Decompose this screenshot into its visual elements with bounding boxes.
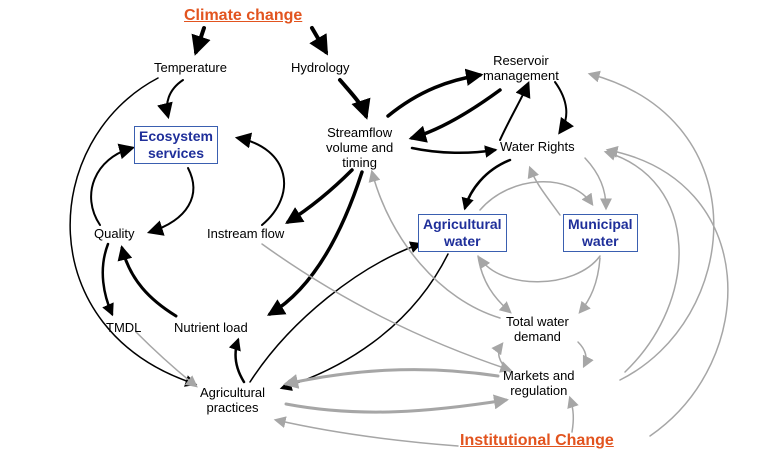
edge-streamflow-waterrights xyxy=(410,145,498,158)
instream-flow-label: Instream flow xyxy=(207,226,285,241)
node-instream-flow: Instream flow xyxy=(207,226,284,241)
edge-institutional-agpractices xyxy=(273,416,459,447)
edge-quality-tmdl xyxy=(101,242,114,317)
reservoir-label-line1: Reservoir xyxy=(493,53,549,68)
edge-tmdl-agpractices xyxy=(135,331,198,388)
node-markets-regulation: Markets and regulation xyxy=(503,368,575,398)
edge-temperature-agpractices xyxy=(69,77,198,387)
edge-agpractices-nutrient xyxy=(228,337,246,384)
node-municipal-water: Municipal water xyxy=(563,214,638,252)
node-water-rights: Water Rights xyxy=(500,139,575,154)
node-temperature: Temperature xyxy=(154,60,227,75)
ag-water-label-line2: water xyxy=(444,233,481,249)
node-reservoir-management: Reservoir management xyxy=(483,53,559,83)
ag-practices-label-line1: Agricultural xyxy=(200,385,266,400)
total-demand-label-line1: Total water xyxy=(506,314,569,329)
edge-hydrology-streamflow xyxy=(338,78,371,120)
edge-reservoir-streamflow xyxy=(408,88,502,143)
edge-instream-ecosystem xyxy=(234,132,286,226)
node-ecosystem-services: Ecosystem services xyxy=(134,126,218,164)
edge-agwater-totaldemand xyxy=(477,255,512,314)
node-streamflow: Streamflow volume and timing xyxy=(326,125,393,170)
edge-streamflow-instream xyxy=(285,168,354,224)
ecosystem-label-line1: Ecosystem xyxy=(139,128,213,144)
streamflow-label-line2: volume and xyxy=(326,140,394,155)
edge-climate-hydrology xyxy=(309,26,329,56)
ag-practices-label-line2: practices xyxy=(206,400,259,415)
streamflow-label-line3: timing xyxy=(342,155,377,170)
edge-ecosystem-quality xyxy=(146,167,195,236)
edge-quality-ecosystem xyxy=(90,143,136,226)
edge-waterrights-reservoir xyxy=(499,81,531,141)
streamflow-label-line1: Streamflow xyxy=(327,125,393,140)
edge-climate-temperature xyxy=(191,26,211,56)
temperature-label: Temperature xyxy=(154,60,227,75)
hydrology-label: Hydrology xyxy=(291,60,350,75)
edge-agpractices-agwater xyxy=(249,241,423,383)
markets-label-line1: Markets and xyxy=(503,368,575,383)
edge-institutional-markets xyxy=(567,395,579,433)
quality-label: Quality xyxy=(94,226,135,241)
node-agricultural-water: Agricultural water xyxy=(418,214,507,252)
edge-streamflow-reservoir xyxy=(386,68,484,118)
edge-markets-reservoir xyxy=(587,70,715,381)
node-climate-change: Climate change xyxy=(184,7,303,24)
edge-streamflow-nutrient xyxy=(266,170,364,316)
ag-water-label-line1: Agricultural xyxy=(423,216,502,232)
edge-municipal-waterrights xyxy=(527,165,561,216)
tmdl-label: TMDL xyxy=(106,320,142,335)
edge-agpractices-markets xyxy=(284,394,509,414)
municipal-label-line2: water xyxy=(581,233,619,249)
edge-institutional-waterrights xyxy=(605,145,729,437)
edge-temperature-ecosystem xyxy=(157,79,184,120)
edge-nutrient-quality xyxy=(117,245,178,318)
edge-totaldemand-markets xyxy=(577,341,594,369)
water-rights-label: Water Rights xyxy=(500,139,575,154)
edge-reservoir-waterrights xyxy=(554,81,574,135)
edge-municipal-totaldemand xyxy=(578,257,601,314)
institutional-change-label: Institutional Change xyxy=(460,432,614,449)
nutrient-load-label: Nutrient load xyxy=(174,320,248,335)
edge-waterrights-agwater xyxy=(461,158,512,211)
node-tmdl: TMDL xyxy=(106,320,141,335)
ecosystem-label-line2: services xyxy=(147,145,204,161)
reservoir-label-line2: management xyxy=(483,68,559,83)
edge-waterrights-municipal xyxy=(584,157,612,211)
markets-label-line2: regulation xyxy=(510,383,568,398)
node-nutrient-load: Nutrient load xyxy=(174,320,248,335)
edge-municipal-agwater-bottom xyxy=(478,255,601,283)
node-agricultural-practices: Agricultural practices xyxy=(200,385,265,415)
node-total-water-demand: Total water demand xyxy=(506,314,569,344)
edge-instream-markets xyxy=(261,243,513,373)
node-hydrology: Hydrology xyxy=(291,60,350,75)
node-institutional-change: Institutional Change xyxy=(460,432,614,449)
total-demand-label-line2: demand xyxy=(513,329,561,344)
climate-change-label: Climate change xyxy=(184,7,303,24)
node-quality: Quality xyxy=(94,226,134,241)
edge-agwater-municipal-top xyxy=(479,181,594,211)
municipal-label-line1: Municipal xyxy=(568,216,633,232)
edge-markets-waterrights xyxy=(603,149,680,373)
edge-totaldemand-streamflow xyxy=(368,169,501,319)
edge-markets-agpractices xyxy=(283,368,500,389)
